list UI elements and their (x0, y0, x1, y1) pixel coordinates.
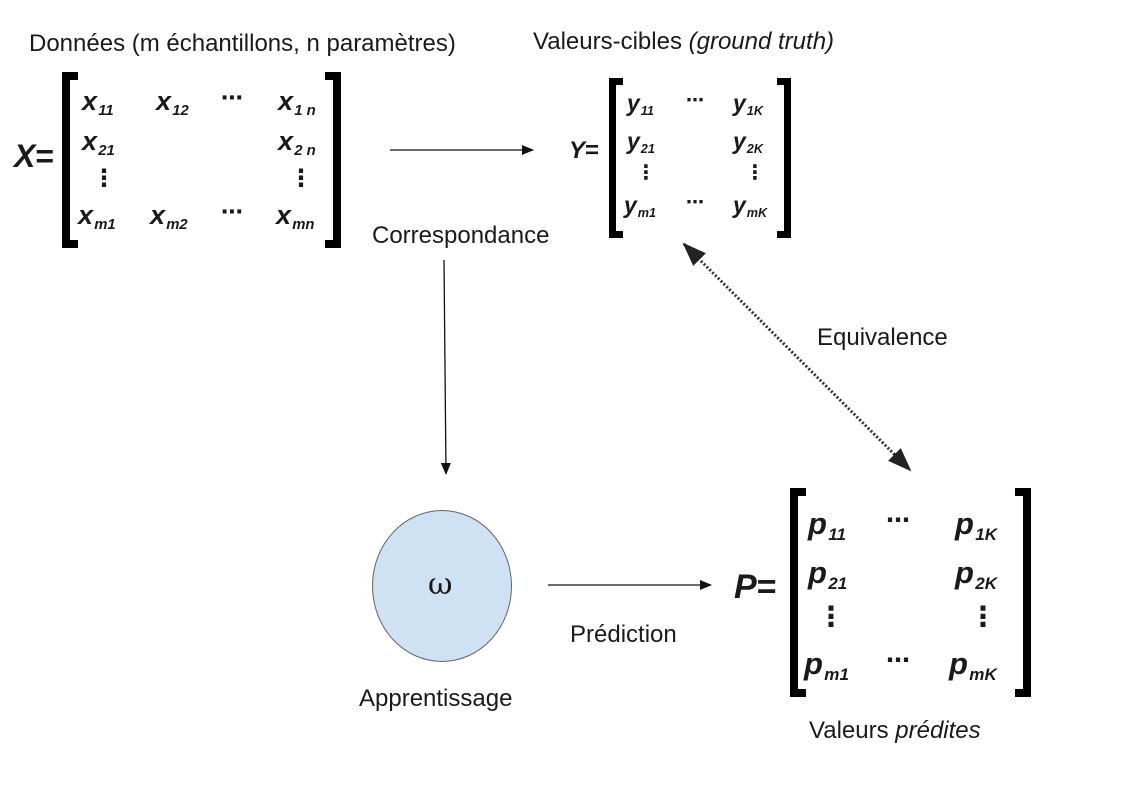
learning-arrow (440, 259, 451, 475)
predicted-title-italic: prédites (895, 717, 981, 744)
matrix-x-cell: xm1 (78, 200, 116, 234)
matrix-p-hdots: ⋯ (886, 506, 910, 534)
prediction-label: Prédiction (570, 621, 677, 648)
matrix-y-cell: y21 (627, 128, 655, 157)
data-title: Données (m échantillons, n paramètres) (29, 30, 456, 57)
matrix-p-cell: p21 (808, 555, 848, 593)
matrix-y-hdots: ⋯ (686, 192, 704, 213)
matrix-y-cell: y11 (627, 90, 654, 119)
equivalence-arrow (682, 242, 912, 472)
matrix-p-cell: p1K (955, 506, 998, 544)
matrix-x-cell: xmn (276, 200, 315, 234)
predicted-title: Valeurs prédites (809, 719, 981, 743)
matrix-p-vdots: ⋮ (969, 600, 997, 633)
matrix-x-right-bracket (325, 72, 341, 248)
matrix-x-cell: x21 (82, 126, 115, 160)
learning-model-circle (372, 510, 512, 662)
matrix-p-vdots: ⋮ (817, 600, 845, 633)
matrix-p-cell: pmK (949, 646, 997, 684)
matrix-x-cell: x2 n (278, 126, 316, 160)
matrix-x-vdots: ⋮ (289, 164, 313, 192)
matrix-y-left-bracket (609, 78, 623, 238)
correspondance-label: Correspondance (372, 222, 550, 249)
target-title-plain: Valeurs-cibles (533, 28, 689, 55)
matrix-p-right-bracket (1015, 488, 1031, 697)
matrix-x-hdots: ⋯ (221, 200, 243, 225)
matrix-x-name: X= (14, 138, 55, 174)
equivalence-label: Equivalence (817, 324, 948, 351)
matrix-y-right-bracket (777, 78, 791, 238)
matrix-p-name: P= (734, 568, 777, 606)
target-title-italic: (ground truth) (688, 28, 835, 55)
matrix-x-left-bracket (62, 72, 78, 248)
matrix-x-cell: xm2 (150, 200, 188, 234)
matrix-p-cell: pm1 (804, 646, 849, 684)
matrix-x-hdots: ⋯ (221, 86, 243, 111)
matrix-y-hdots: ⋯ (686, 90, 704, 111)
learning-label: Apprentissage (359, 685, 513, 712)
matrix-y-cell: y2K (733, 128, 763, 157)
matrix-p-left-bracket (790, 488, 806, 697)
matrix-x-vdots: ⋮ (92, 164, 116, 192)
matrix-p-hdots: ⋯ (886, 646, 910, 674)
matrix-y-cell: ymK (733, 192, 768, 221)
matrix-y-cell: ym1 (624, 192, 657, 221)
matrix-x-cell: x12 (156, 86, 189, 120)
predicted-title-plain: Valeurs (809, 717, 896, 744)
omega-symbol: ω (428, 567, 453, 602)
matrix-y-vdots: ⋮ (745, 160, 765, 184)
matrix-x-cell: x11 (82, 86, 114, 120)
matrix-y-vdots: ⋮ (636, 160, 656, 184)
matrix-y-cell: y1K (733, 90, 763, 119)
matrix-p-cell: p2K (955, 555, 998, 593)
matrix-x-cell: x1 n (278, 86, 316, 120)
target-title: Valeurs-cibles (ground truth) (533, 30, 834, 54)
matrix-y-name: Y= (569, 137, 600, 164)
matrix-p-cell: p11 (808, 506, 846, 544)
